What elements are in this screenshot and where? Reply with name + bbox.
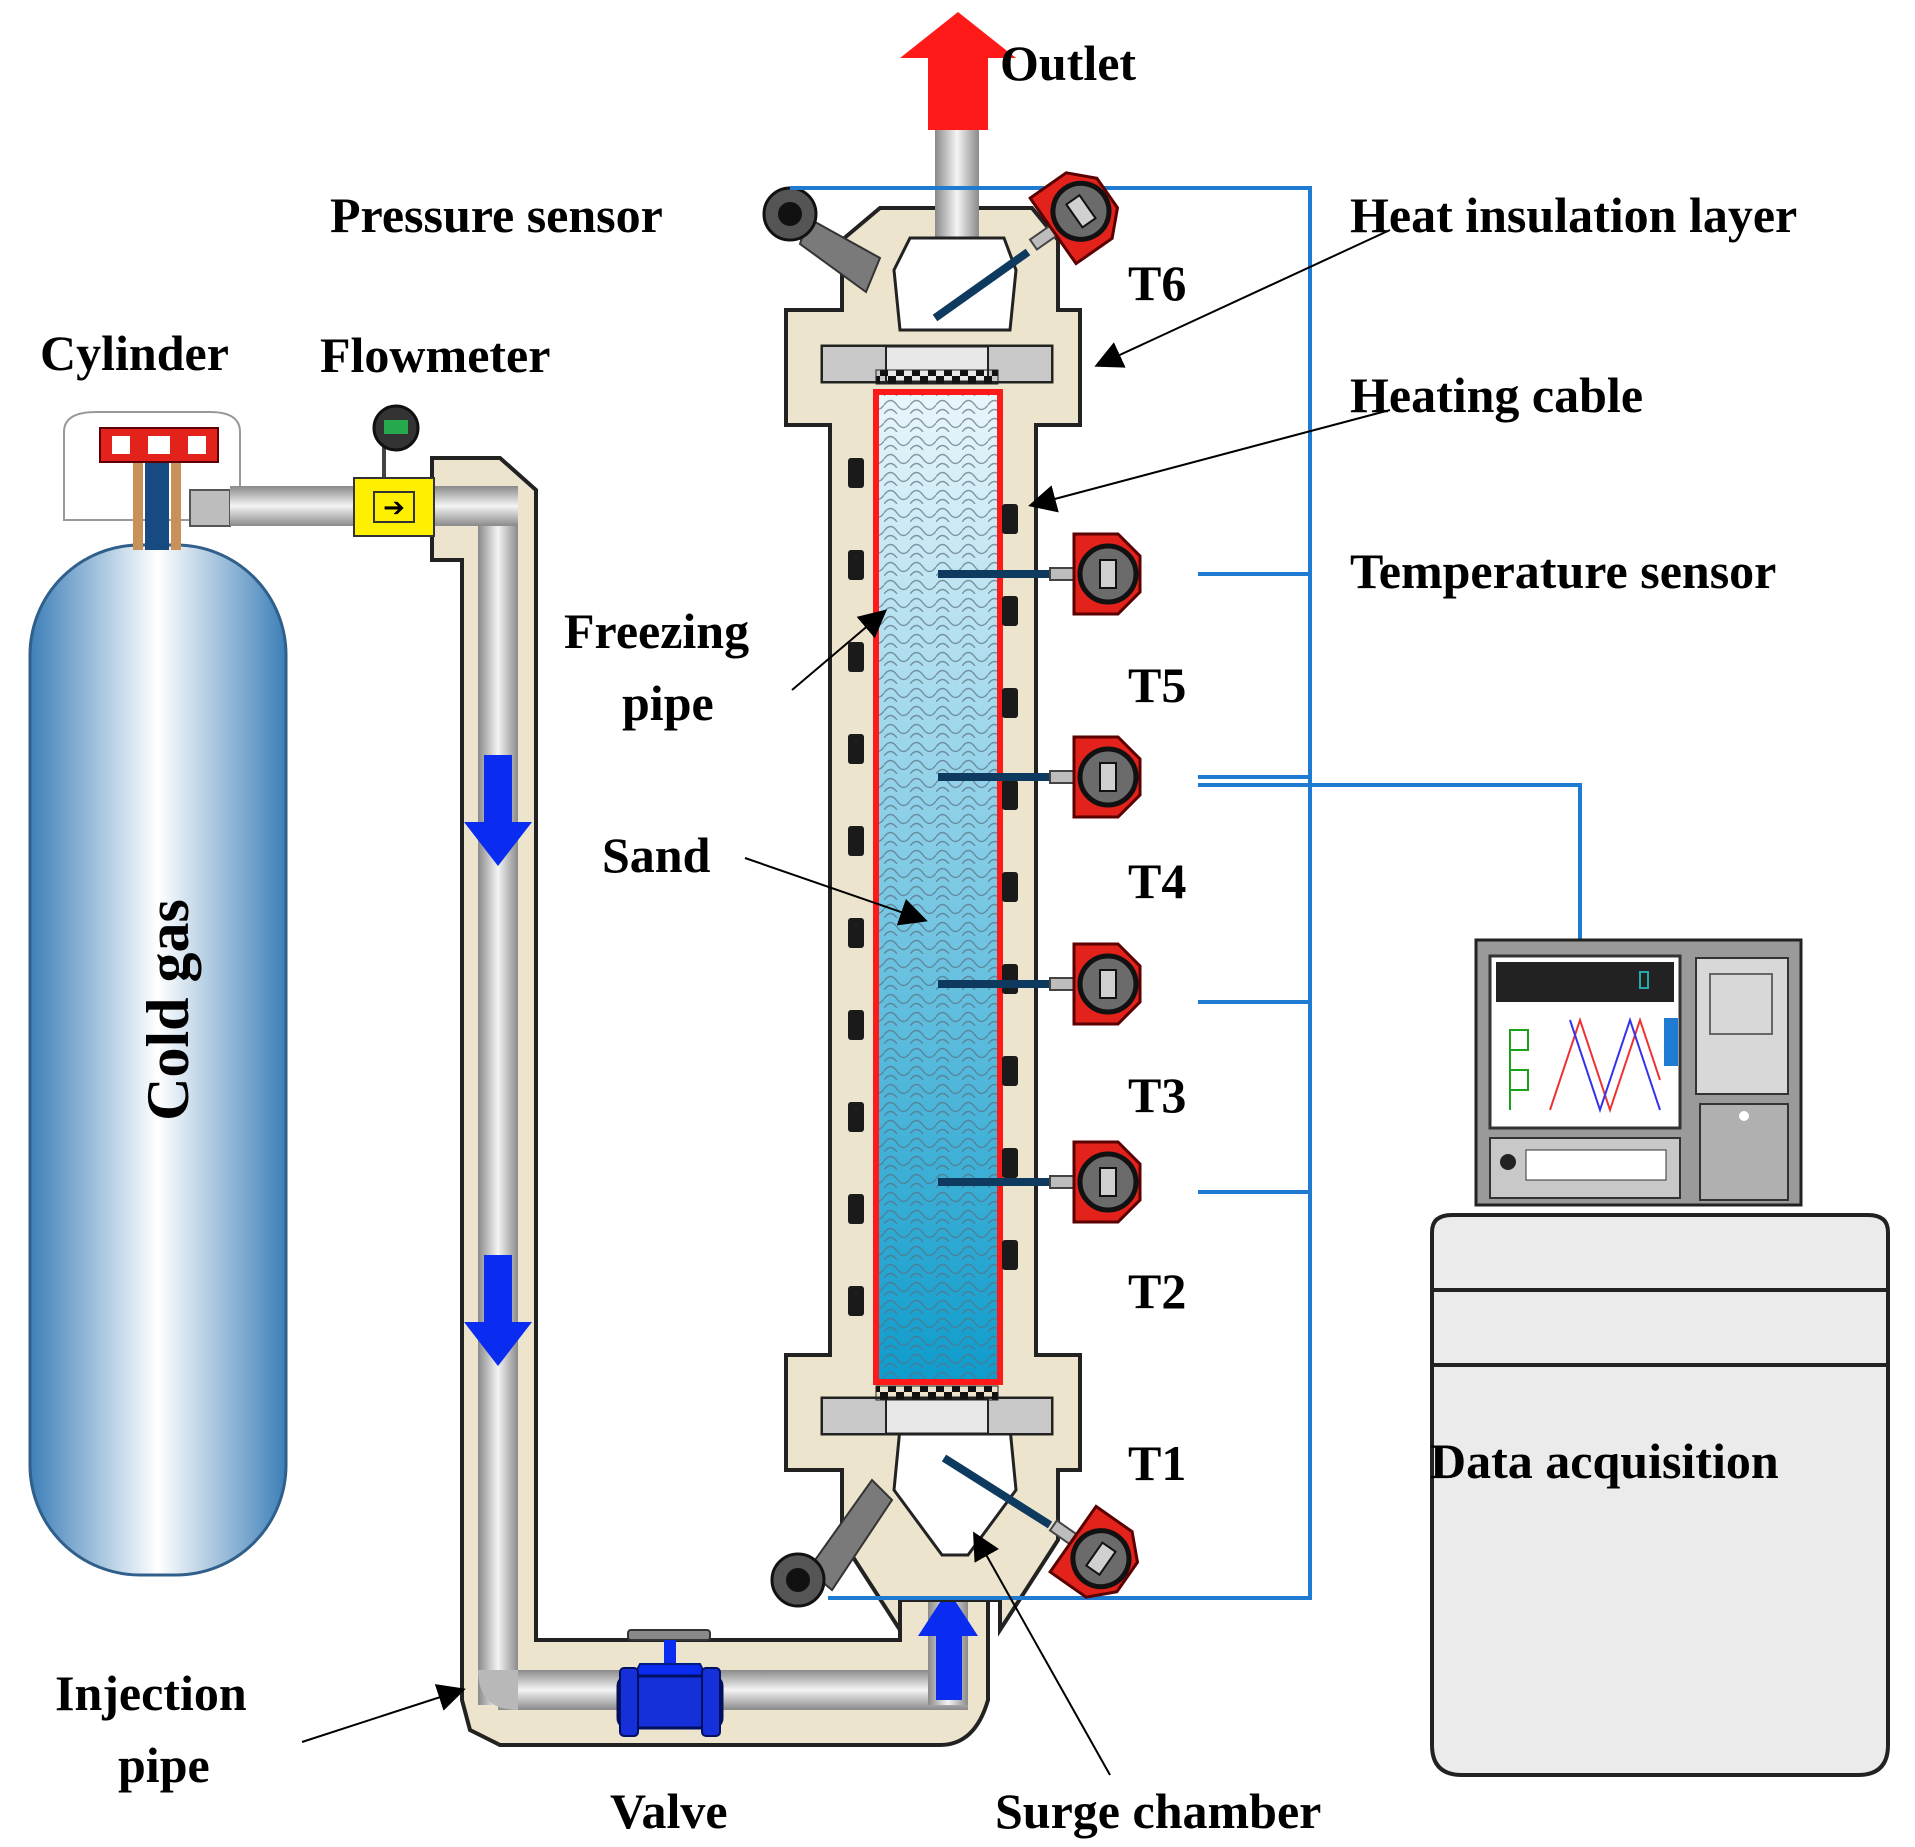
heating-cable-outline [873,389,1003,1385]
sensor-t3-head [1050,944,1140,1024]
label-heating-cable: Heating cable [1350,367,1643,423]
label-t2: T2 [1128,1263,1186,1319]
freezing-pipe [873,389,1003,1385]
svg-text:➔: ➔ [383,493,405,523]
label-injection-pipe-2: pipe [118,1737,210,1793]
label-t4: T4 [1128,853,1186,909]
outlet-pipe [935,130,979,240]
sensor-t4-head [1050,737,1140,817]
data-acquisition-cabinet [1430,1213,1890,1777]
pressure-sensor-top [762,186,882,294]
label-flowmeter: Flowmeter [320,327,550,383]
label-injection-pipe-1: Injection [55,1665,247,1721]
label-t5: T5 [1128,657,1186,713]
flowmeter: ➔ [353,404,435,537]
heating-cable [848,458,1018,1316]
data-logger-device [1474,938,1803,1207]
label-cold-gas: Cold gas [135,899,201,1121]
label-t1: T1 [1128,1435,1186,1491]
pressure-sensor-bottom [770,1478,894,1608]
label-outlet: Outlet [1000,35,1136,91]
label-surge-chamber: Surge chamber [995,1783,1321,1839]
supply-pipe [230,486,360,526]
label-cylinder: Cylinder [40,325,229,381]
sensor-probes [932,248,1053,1529]
outlet-arrow [900,12,1016,130]
label-temperature-sensor: Temperature sensor [1350,543,1776,599]
label-freezing-pipe-1: Freezing [564,603,749,659]
flow-arrows [464,755,978,1700]
label-data-acquisition: Data acquisition [1430,1433,1779,1489]
sensor-t5-head [1050,534,1140,614]
label-valve: Valve [610,1783,728,1839]
label-t6: T6 [1128,255,1186,311]
sensor-t2-head [1050,1142,1140,1222]
valve [616,1629,724,1737]
label-freezing-pipe-2: pipe [622,675,714,731]
gas-cylinder [28,411,288,1577]
label-t3: T3 [1128,1067,1186,1123]
label-sand: Sand [602,827,711,883]
leader-lines [301,229,1391,1776]
label-pressure-sensor: Pressure sensor [330,187,663,243]
injection-pipe [478,490,518,1705]
label-heat-insulation-layer: Heat insulation layer [1350,187,1797,243]
